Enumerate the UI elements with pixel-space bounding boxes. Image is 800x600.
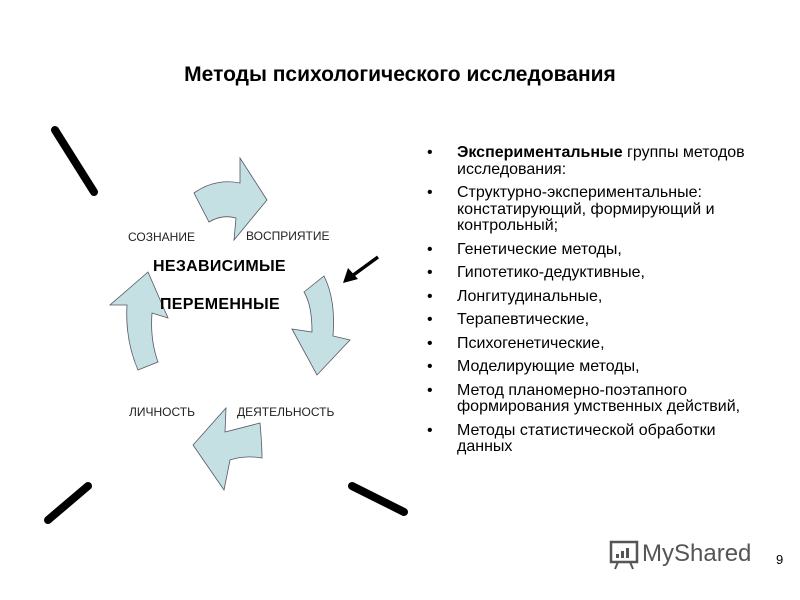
- list-item: Лонгитудинальные,: [425, 288, 765, 306]
- methods-list: Экспериментальные группы методов исследо…: [425, 144, 765, 463]
- label-consciousness: СОЗНАНИЕ: [128, 230, 195, 244]
- label-personality: ЛИЧНОСТЬ: [129, 405, 195, 419]
- list-item: Метод планомерно-поэтапного формирования…: [425, 382, 765, 416]
- arrow-bottom: [192, 406, 263, 492]
- list-item: Моделирующие методы,: [425, 358, 765, 376]
- list-item: Генетические методы,: [425, 241, 765, 259]
- slide-title: Методы психологического исследования: [184, 63, 616, 86]
- black-bar: [348, 482, 408, 516]
- arrow-right: [291, 275, 351, 376]
- page-number: 9: [776, 552, 784, 567]
- center-label-line2: ПЕРЕМЕННЫЕ: [160, 296, 280, 313]
- label-activity: ДЕЯТЕЛЬНОСТЬ: [237, 405, 335, 419]
- center-label-line1: НЕЗАВИСИМЫЕ: [153, 258, 286, 275]
- watermark-text: MyShared: [642, 540, 752, 567]
- watermark-logo: MyShared: [606, 536, 751, 572]
- list-item: Терапевтические,: [425, 311, 765, 329]
- pointer-arrow-icon: [343, 255, 380, 283]
- black-bar: [44, 482, 92, 524]
- list-item: Гипотетико-дедуктивные,: [425, 264, 765, 282]
- arrow-left: [108, 271, 169, 371]
- black-bar: [51, 126, 98, 196]
- list-item: Структурно-экспериментальные: констатиру…: [425, 184, 765, 235]
- arrow-top: [193, 156, 268, 242]
- presentation-board-icon: [609, 540, 639, 570]
- list-item: Экспериментальные группы методов исследо…: [425, 144, 765, 178]
- list-item: Психогенетические,: [425, 335, 765, 353]
- list-item: Методы статистической обработки данных: [425, 422, 765, 456]
- label-perception: ВОСПРИЯТИЕ: [246, 229, 330, 243]
